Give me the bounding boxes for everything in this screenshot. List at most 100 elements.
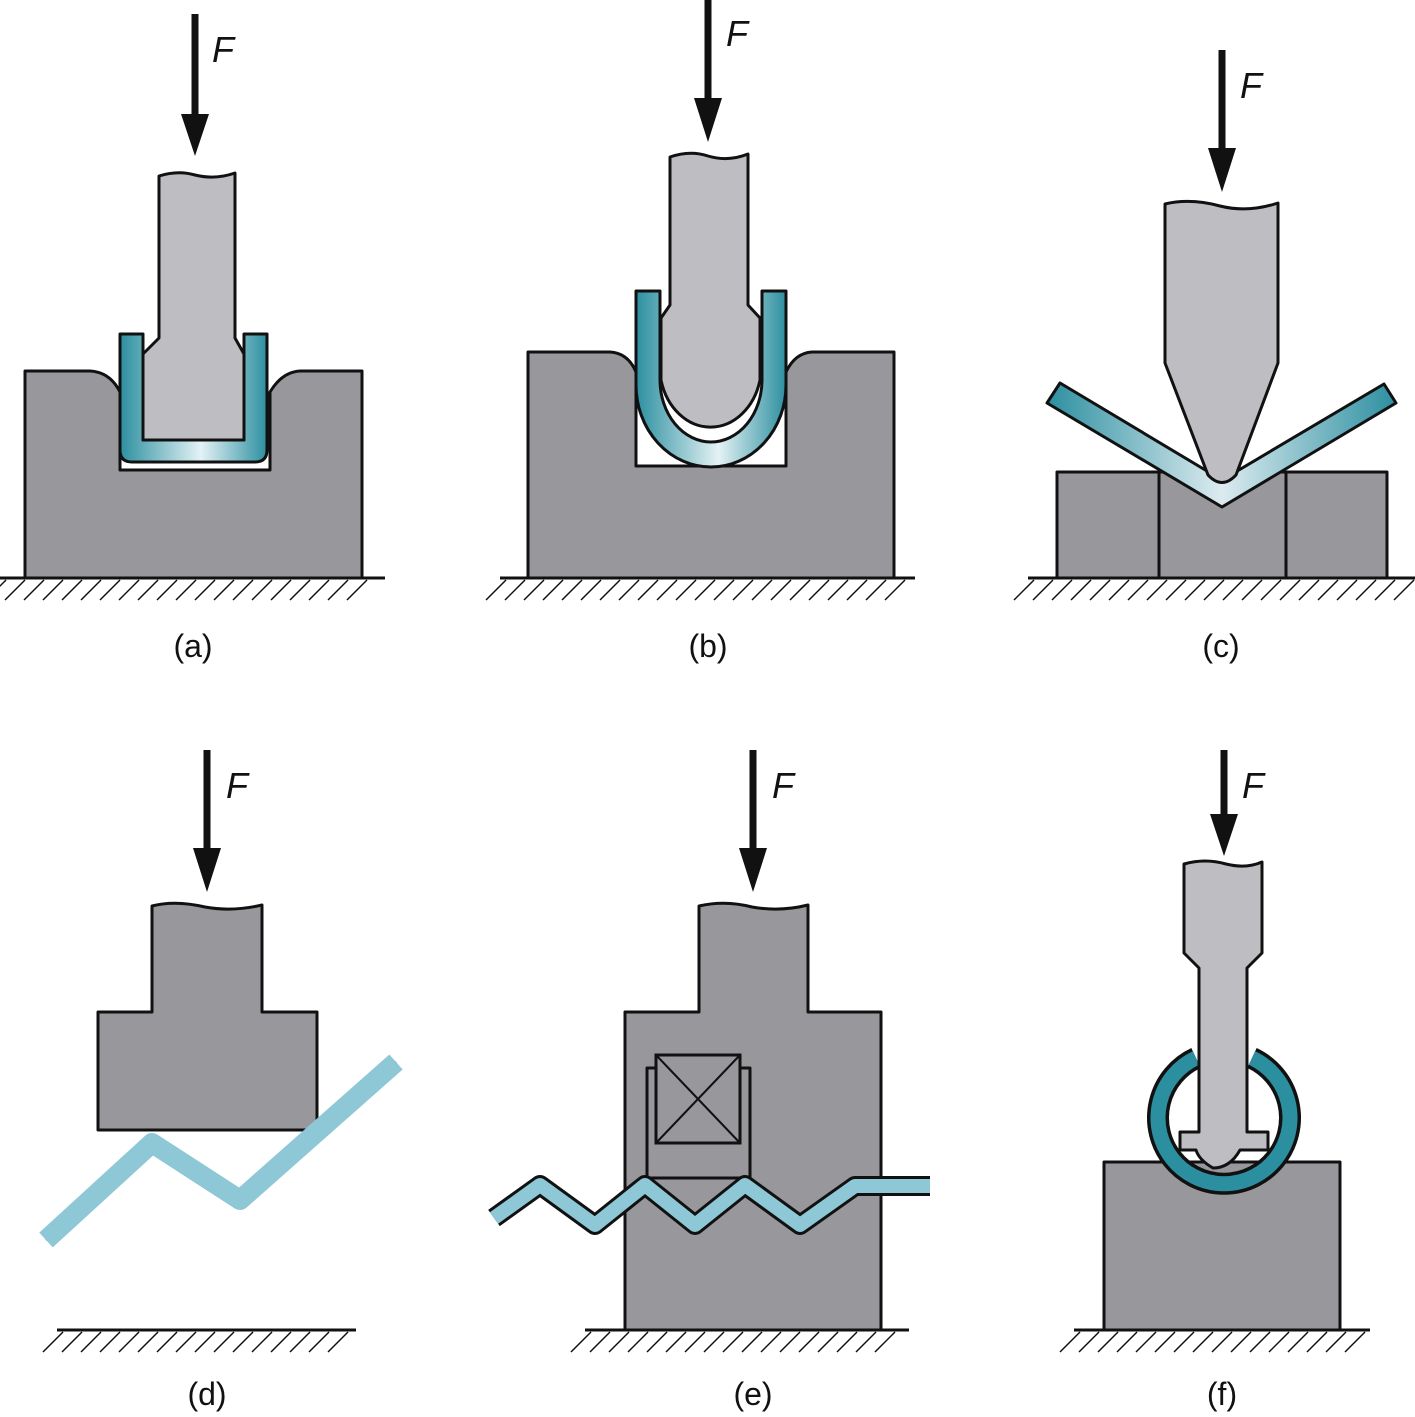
hatch-mark (1173, 1331, 1195, 1353)
force-label-f: F (1242, 765, 1266, 806)
force-arrow-e: F (739, 750, 796, 892)
hatch-mark (1059, 1331, 1081, 1353)
hatch-mark (1097, 1331, 1119, 1353)
caption-f: (f) (1207, 1376, 1237, 1412)
hatch-mark (884, 579, 906, 601)
hatch-mark (1184, 579, 1206, 601)
hatch-mark (713, 579, 735, 601)
panel-d-offset-bending: F (d) (39, 750, 403, 1412)
hatch-mark (694, 579, 716, 601)
panel-c-v-die-bending: F (c) (1028, 50, 1415, 664)
hatch-mark (1165, 579, 1187, 601)
formed-sheet-d (39, 1054, 403, 1248)
hatch-mark (722, 1331, 744, 1353)
hatch-mark (827, 579, 849, 601)
hatch-mark (1135, 1331, 1157, 1353)
hatch-mark (1298, 579, 1320, 601)
hatch-mark (703, 1331, 725, 1353)
hatch-mark (1192, 1331, 1214, 1353)
ground-hatching (0, 579, 1415, 1353)
caption-a: (a) (173, 628, 212, 664)
force-label-e: F (772, 765, 796, 806)
hatch-mark (523, 579, 545, 601)
hatch-mark (618, 579, 640, 601)
hatch-mark (760, 1331, 782, 1353)
hatch-mark (156, 579, 178, 601)
hatch-mark (874, 1331, 896, 1353)
hatch-mark (1344, 1331, 1366, 1353)
hatch-mark (1279, 579, 1301, 601)
hatch-mark (865, 579, 887, 601)
hatch-mark (118, 1331, 140, 1353)
hatch-mark (213, 1331, 235, 1353)
hatch-mark (1374, 579, 1396, 601)
hatch-mark (599, 579, 621, 601)
hatch-mark (1230, 1331, 1252, 1353)
hatch-mark (1336, 579, 1358, 601)
hatch-mark (665, 1331, 687, 1353)
hatch-mark (99, 1331, 121, 1353)
hatch-mark (251, 579, 273, 601)
hatch-mark (1268, 1331, 1290, 1353)
hatch-mark (175, 579, 197, 601)
hatch-mark (798, 1331, 820, 1353)
hatch-mark (137, 579, 159, 601)
hatch-mark (1287, 1331, 1309, 1353)
hatch-mark (589, 1331, 611, 1353)
hatch-mark (646, 1331, 668, 1353)
hatch-mark (1089, 579, 1111, 601)
die-body-d (96, 901, 319, 1132)
panel-f-tube-forming: F (f) (1074, 750, 1370, 1412)
hatch-mark (1108, 579, 1130, 601)
hatch-mark (836, 1331, 858, 1353)
hatch-mark (308, 1331, 330, 1353)
hatch-mark (817, 1331, 839, 1353)
hatch-mark (175, 1331, 197, 1353)
panel-b-channel-die-bending: F (b) (500, 0, 915, 664)
force-arrow-b: F (694, 0, 750, 142)
hatch-mark (741, 1331, 763, 1353)
hatch-mark (232, 1331, 254, 1353)
force-arrow-a: F (181, 14, 236, 156)
hatch-mark (327, 1331, 349, 1353)
hatch-mark (542, 579, 564, 601)
hatch-mark (289, 579, 311, 601)
hatch-mark (251, 1331, 273, 1353)
hatch-mark (1355, 579, 1377, 601)
hatch-mark (1070, 579, 1092, 601)
hatch-mark (1306, 1331, 1328, 1353)
hatch-mark (751, 579, 773, 601)
panel-a-u-die-bending: F (a) (0, 14, 385, 664)
hatch-mark (789, 579, 811, 601)
hatch-mark (80, 579, 102, 601)
panel-e-corrugating: F (e) (488, 750, 930, 1412)
hatch-mark (675, 579, 697, 601)
hatch-mark (684, 1331, 706, 1353)
u-channel-sheet-a (118, 332, 269, 464)
channel-die-b (526, 350, 896, 580)
hatch-mark (504, 579, 526, 601)
hatch-mark (156, 1331, 178, 1353)
hatch-mark (580, 579, 602, 601)
hatch-mark (270, 579, 292, 601)
hatch-mark (570, 1331, 592, 1353)
hatch-mark (1032, 579, 1054, 601)
hatch-mark (485, 579, 507, 601)
corrugated-sheet-e (489, 1178, 930, 1232)
caption-b: (b) (688, 628, 727, 664)
hatch-mark (213, 579, 235, 601)
hatch-mark (232, 579, 254, 601)
hatch-mark (1013, 579, 1035, 601)
force-label-c: F (1240, 65, 1264, 106)
tube-ring-f (1150, 1051, 1298, 1192)
hatch-mark (42, 1331, 64, 1353)
hatch-mark (1116, 1331, 1138, 1353)
force-label-b: F (726, 13, 750, 54)
hatch-mark (137, 1331, 159, 1353)
hatch-mark (346, 579, 368, 601)
hatch-mark (118, 579, 140, 601)
hatch-mark (194, 1331, 216, 1353)
hatch-mark (770, 579, 792, 601)
hatch-mark (1325, 1331, 1347, 1353)
u-bent-sheet-b (634, 289, 788, 469)
